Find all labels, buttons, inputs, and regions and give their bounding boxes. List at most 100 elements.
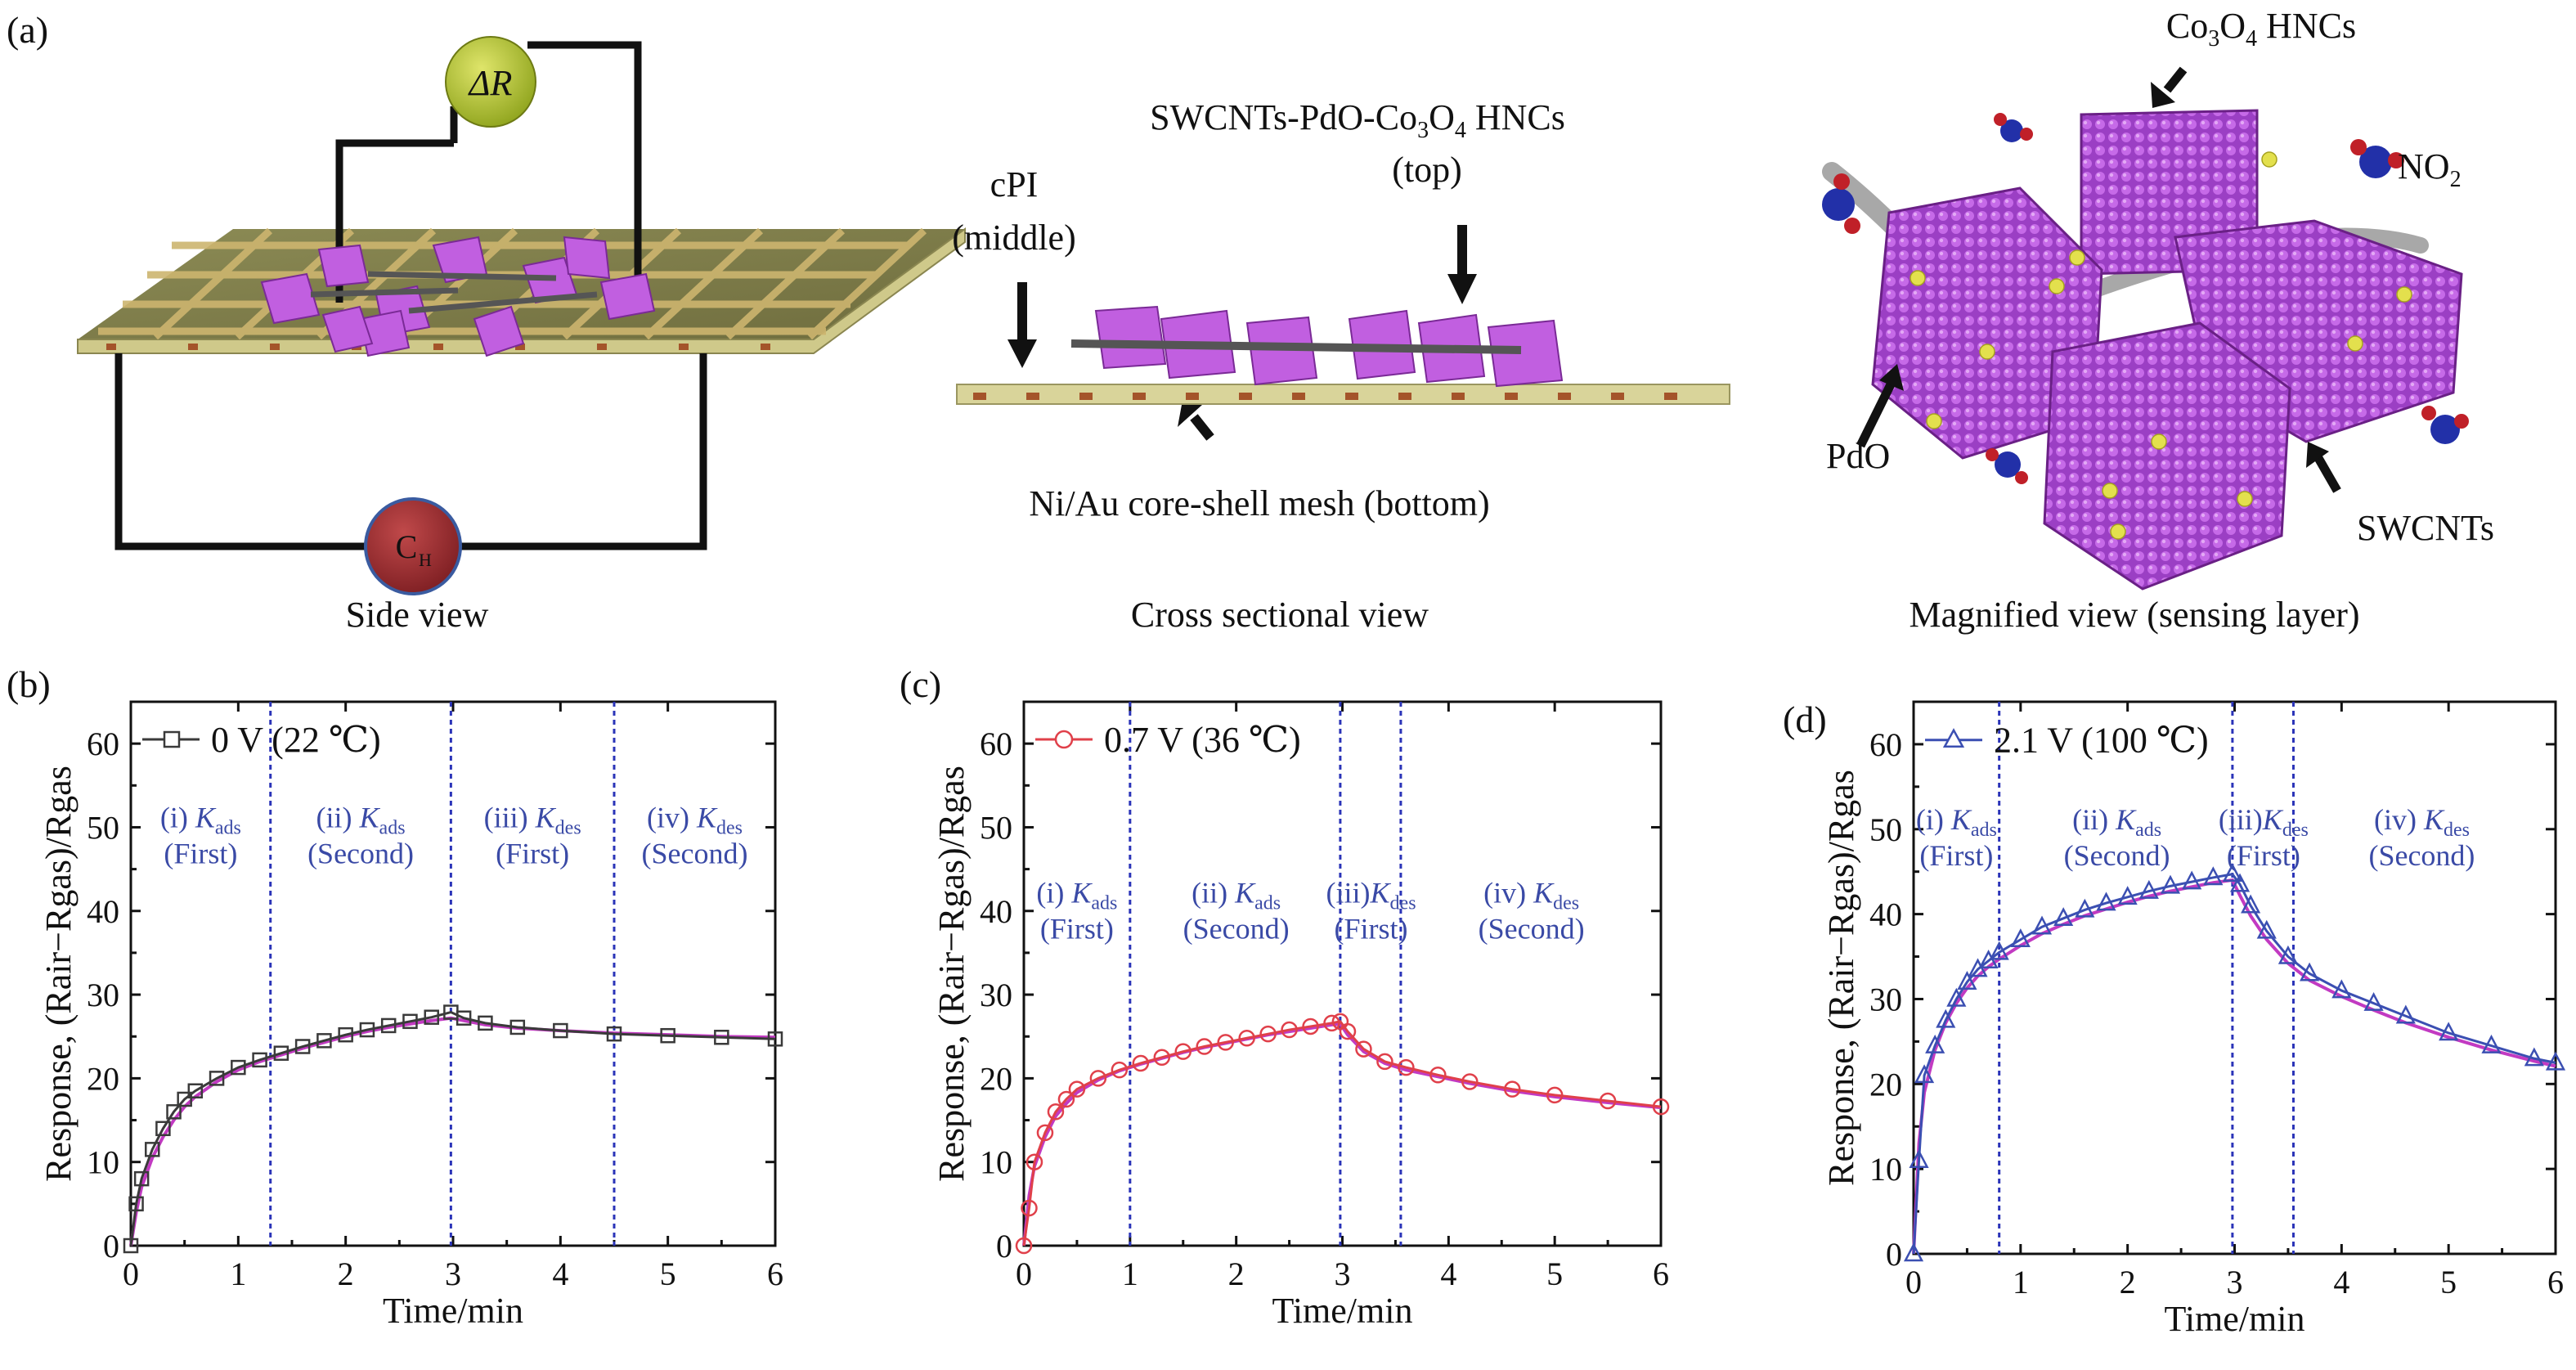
data-point xyxy=(2256,919,2277,939)
data-point xyxy=(316,1033,332,1049)
data-point xyxy=(1376,1053,1393,1071)
delta-r-wire-right xyxy=(527,41,642,299)
panel-a: (a) xyxy=(7,6,2494,635)
data-point xyxy=(380,1017,397,1034)
magnified-caption: Magnified view (sensing layer) xyxy=(1909,595,2359,635)
board-edge xyxy=(77,227,966,354)
data-point xyxy=(1302,1017,1319,1035)
data-point xyxy=(1259,1025,1277,1043)
y-tick-label: 10 xyxy=(87,1144,119,1181)
side-view-cubes xyxy=(260,236,656,357)
data-point xyxy=(767,1031,783,1047)
cross-view-caption: Cross sectional view xyxy=(1131,595,1429,635)
middle-layer-sub: (middle) xyxy=(952,218,1076,258)
data-point xyxy=(2524,1047,2544,1067)
x-tick-label: 6 xyxy=(767,1255,783,1292)
data-point xyxy=(2278,945,2298,964)
data-point xyxy=(2096,892,2116,911)
data-point xyxy=(2545,1051,2566,1071)
pdo-arrow xyxy=(1879,364,1904,391)
plot-frame xyxy=(1912,700,2557,1255)
y-axis-label: Response, (Rair−Rgas)/Rgas xyxy=(931,766,972,1182)
series-line xyxy=(129,1010,776,1246)
phase-sublabel: (First) xyxy=(164,837,237,869)
y-tick-label: 0 xyxy=(1886,1236,1902,1273)
phase-sublabel: (Second) xyxy=(1183,913,1290,946)
data-point xyxy=(187,1083,204,1098)
data-point xyxy=(1599,1092,1617,1110)
cross-section-view: SWCNTs-PdO-Co3O4 HNCs (top) cPI (middle)… xyxy=(952,97,1730,635)
data-point xyxy=(145,1142,160,1157)
data-point xyxy=(1111,1061,1129,1079)
side-view-caption: Side view xyxy=(346,595,489,635)
plot-frame xyxy=(1022,700,1663,1247)
co3o4-particles xyxy=(1871,109,2463,591)
y-tick-label: 30 xyxy=(87,977,119,1013)
x-axis-label: Time/min xyxy=(383,1291,523,1331)
data-point xyxy=(2300,962,2320,981)
data-point xyxy=(294,1039,311,1054)
data-point xyxy=(478,1015,493,1031)
swcnts-label: SWCNTs xyxy=(2357,508,2494,548)
data-point xyxy=(1461,1073,1479,1090)
x-tick-label: 3 xyxy=(1335,1255,1351,1292)
y-tick-label: 50 xyxy=(1869,811,1902,848)
data-point xyxy=(1015,1237,1033,1255)
data-point xyxy=(1089,1070,1107,1087)
data-point xyxy=(123,1237,139,1254)
ch-subscript: H xyxy=(419,550,432,570)
x-tick-label: 5 xyxy=(660,1255,676,1292)
data-point xyxy=(2138,879,2159,899)
data-point xyxy=(231,1059,246,1076)
delta-r-label: ΔR xyxy=(468,63,513,103)
data-point xyxy=(1068,1080,1086,1098)
data-point xyxy=(1047,1103,1065,1121)
legend-marker xyxy=(1054,730,1074,749)
data-point xyxy=(177,1091,192,1107)
data-point xyxy=(1025,1153,1043,1170)
data-point xyxy=(133,1170,150,1187)
x-tick-label: 6 xyxy=(2547,1264,2564,1300)
x-axis-label: Time/min xyxy=(2165,1299,2305,1339)
phase-sublabel: (Second) xyxy=(307,837,414,869)
y-tick-label: 60 xyxy=(980,725,1012,762)
data-point xyxy=(2182,870,2202,890)
x-axis-label: Time/min xyxy=(1272,1291,1413,1331)
side-view-device: ΔR C H Side view xyxy=(77,36,966,635)
data-point xyxy=(2203,866,2224,886)
pdo-nanoparticles xyxy=(1910,151,2412,540)
co3o4-label: Co3O4 HNCs xyxy=(2166,6,2356,52)
x-tick-label: 2 xyxy=(338,1255,354,1292)
x-tick-label: 4 xyxy=(2333,1264,2349,1300)
data-point xyxy=(1946,987,1967,1007)
x-tick-label: 5 xyxy=(2440,1264,2457,1300)
data-point xyxy=(155,1121,171,1137)
middle-layer-label: cPI xyxy=(990,164,1039,204)
y-tick-label: 20 xyxy=(87,1060,119,1097)
data-point xyxy=(1398,1058,1415,1076)
panel-label: (d) xyxy=(1783,698,1827,740)
data-point xyxy=(553,1022,568,1039)
top-layer-sub: (top) xyxy=(1392,150,1462,190)
data-point xyxy=(1652,1098,1670,1116)
x-tick-label: 0 xyxy=(1905,1264,1922,1300)
swcnt-arrow xyxy=(2306,442,2329,468)
data-point xyxy=(1057,1090,1075,1108)
data-point xyxy=(1936,1008,1956,1028)
data-point xyxy=(1196,1038,1213,1055)
phase-label: (ii) Kads xyxy=(316,801,406,838)
data-point xyxy=(1153,1049,1171,1067)
y-axis-label: Response, (Rair−Rgas)/Rgas xyxy=(38,766,79,1182)
x-tick-label: 0 xyxy=(123,1255,139,1292)
x-tick-label: 1 xyxy=(230,1255,246,1292)
data-point xyxy=(2241,894,2261,914)
phase-label: (iv) Kdes xyxy=(1483,877,1579,914)
data-point xyxy=(1174,1043,1192,1060)
data-point xyxy=(1217,1034,1234,1051)
phase-sublabel: (Second) xyxy=(2368,839,2475,872)
y-tick-label: 10 xyxy=(980,1144,1012,1181)
plot-frame xyxy=(129,700,777,1247)
data-point xyxy=(660,1027,675,1044)
y-axis-label: Response, (Rair−Rgas)/Rgas xyxy=(1821,770,1861,1186)
